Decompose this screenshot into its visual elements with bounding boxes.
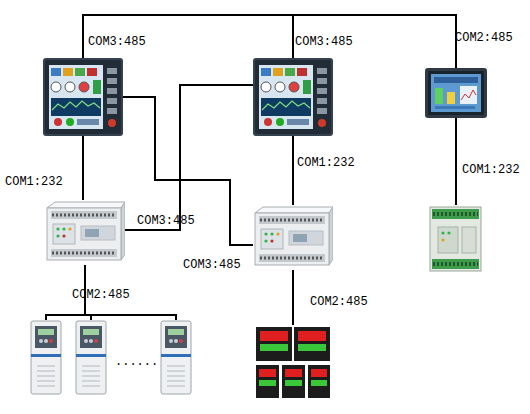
port-label: COM3:485 [88, 36, 146, 49]
plc-illustration [47, 202, 125, 260]
hmi-panel [43, 58, 123, 136]
inverter [160, 320, 192, 395]
port-label: COM1:232 [462, 164, 520, 177]
rs485-link [292, 270, 294, 325]
hmi-panel-illustration [253, 58, 333, 136]
port-label: COM1:232 [297, 157, 355, 170]
rs232-link [455, 118, 457, 205]
hmi-panel [425, 68, 487, 118]
port-label: COM3:485 [295, 36, 353, 49]
port-label: COM1:232 [5, 176, 63, 189]
inverter [30, 320, 62, 395]
hmi-panel [253, 58, 333, 136]
rs485-bus [293, 15, 456, 68]
plc-illustration [430, 207, 481, 271]
port-label: COM3:485 [183, 259, 241, 272]
plc-unit [253, 205, 333, 270]
port-label: COM2:485 [72, 289, 130, 302]
hmi-panel-illustration [43, 58, 123, 136]
inverter [75, 320, 107, 395]
rs232-link [292, 136, 294, 205]
rs485-link [123, 97, 253, 245]
inverter-illustration [161, 321, 191, 394]
temperature-controller-illustration [256, 327, 330, 398]
ellipsis-mark: ...... [115, 356, 158, 369]
port-label: COM2:485 [455, 32, 513, 45]
plc-unit [428, 205, 483, 273]
temperature-controller [254, 325, 332, 400]
plc-illustration [255, 207, 333, 265]
hmi-panel-illustration [425, 68, 487, 118]
inverter-illustration [76, 321, 106, 394]
rs485-link [125, 85, 253, 230]
plc-unit [45, 200, 125, 265]
rs232-link [82, 136, 84, 200]
inverter-illustration [31, 321, 61, 394]
port-label: COM2:485 [310, 296, 368, 309]
port-label: COM3:485 [137, 215, 195, 228]
rs485-bus [83, 15, 293, 58]
